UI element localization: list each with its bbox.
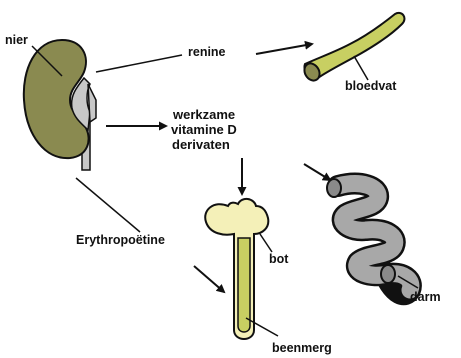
label-beenmerg: beenmerg (272, 341, 332, 355)
label-darm: darm (410, 290, 441, 304)
label-renine: renine (188, 45, 226, 59)
blood-vessel-illustration (301, 13, 404, 83)
bone-illustration (205, 199, 268, 339)
bot-leader (260, 234, 272, 252)
bone-shape (205, 199, 268, 339)
label-nier: nier (5, 33, 28, 47)
renine-leader (96, 55, 182, 72)
arrow-renine-to-bloedvat (256, 44, 312, 54)
bloedvat-leader (354, 56, 368, 80)
erythropoetine-leader (76, 178, 140, 232)
bone-marrow-canal (238, 238, 250, 332)
label-bloedvat: bloedvat (345, 79, 397, 93)
label-bot: bot (269, 252, 289, 266)
arrows (106, 44, 330, 292)
arrow-to-intestine (304, 164, 330, 180)
renal-pelvis (88, 84, 96, 122)
arrow-erythropoetine-to-bone (194, 266, 224, 292)
intestine-opening-top (327, 179, 341, 197)
label-vitamine-line2: vitamine D (171, 122, 237, 137)
intestine-opening-bottom (381, 265, 395, 283)
label-erythropoetine: Erythropoëtine (76, 233, 165, 247)
label-vitamine-line1: werkzame (172, 107, 235, 122)
kidney-illustration (24, 40, 96, 170)
label-vitamine-line3: derivaten (172, 137, 230, 152)
